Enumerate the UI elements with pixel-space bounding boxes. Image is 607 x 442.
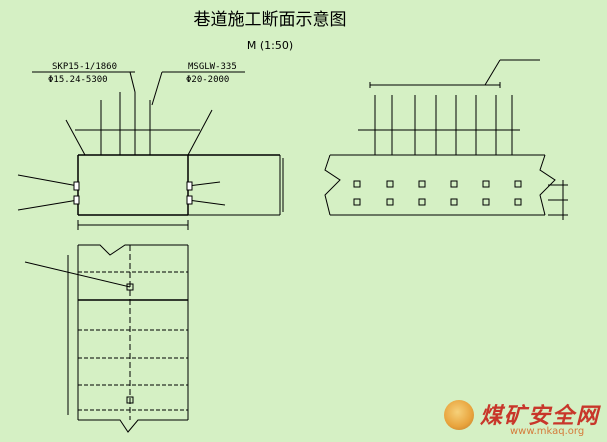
right-cross-section: [324, 59, 568, 220]
watermark-logo-text: 煤矿安全网: [480, 403, 601, 429]
watermark-url: www.mkaq.org: [510, 426, 585, 437]
logo-emblem-icon: [444, 400, 474, 430]
bolt-spec-left: Φ15.24-5300: [48, 75, 108, 85]
bolt-label-left: SKP15-1/1860: [52, 62, 117, 72]
drawing-title: 巷道施工断面示意图: [194, 10, 347, 30]
drawing-scale: M (1:50): [247, 39, 293, 52]
bolt-label-right: MSGLW-335: [188, 62, 237, 72]
plan-view: [24, 244, 189, 433]
watermark-logo: 煤矿安全网 www.mkaq.org: [440, 398, 605, 440]
left-cross-section: [17, 71, 284, 230]
bolt-spec-right: Φ20-2000: [186, 75, 229, 85]
